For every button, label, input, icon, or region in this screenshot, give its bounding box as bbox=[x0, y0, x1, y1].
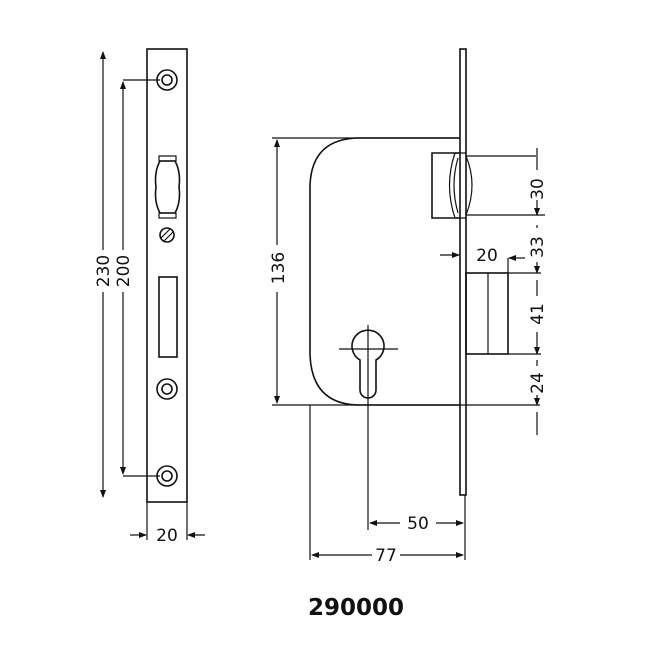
dim-backset: 50 bbox=[407, 514, 429, 534]
latch-front bbox=[154, 155, 181, 219]
dim-overall-height: 230 bbox=[94, 255, 114, 287]
cylinder-keyhole bbox=[339, 325, 398, 530]
lock-case bbox=[309, 137, 460, 406]
fixing-screw-icon bbox=[159, 227, 175, 243]
dim-latch-to-bolt: 33 bbox=[528, 236, 548, 258]
latch-side bbox=[431, 152, 545, 219]
side-view: 136 30 33 41 24 20 50 77 bbox=[269, 48, 548, 566]
dim-faceplate-width: 20 bbox=[156, 526, 178, 546]
faceplate-side bbox=[459, 48, 467, 496]
model-number: 290000 bbox=[308, 595, 404, 621]
dim-bolt-height: 41 bbox=[528, 303, 548, 325]
dim-case-height: 136 bbox=[269, 252, 289, 284]
front-view: 230 200 20 bbox=[94, 48, 205, 546]
screw-hole-middle bbox=[156, 378, 178, 400]
dim-bolt-to-bottom: 24 bbox=[528, 372, 548, 394]
dim-bolt-projection: 20 bbox=[476, 246, 498, 266]
dim-case-depth: 77 bbox=[375, 546, 397, 566]
dim-latch-height: 30 bbox=[528, 178, 548, 200]
faceplate-front bbox=[146, 48, 188, 503]
deadbolt-slot bbox=[158, 276, 178, 358]
dim-screw-spacing: 200 bbox=[114, 255, 134, 287]
